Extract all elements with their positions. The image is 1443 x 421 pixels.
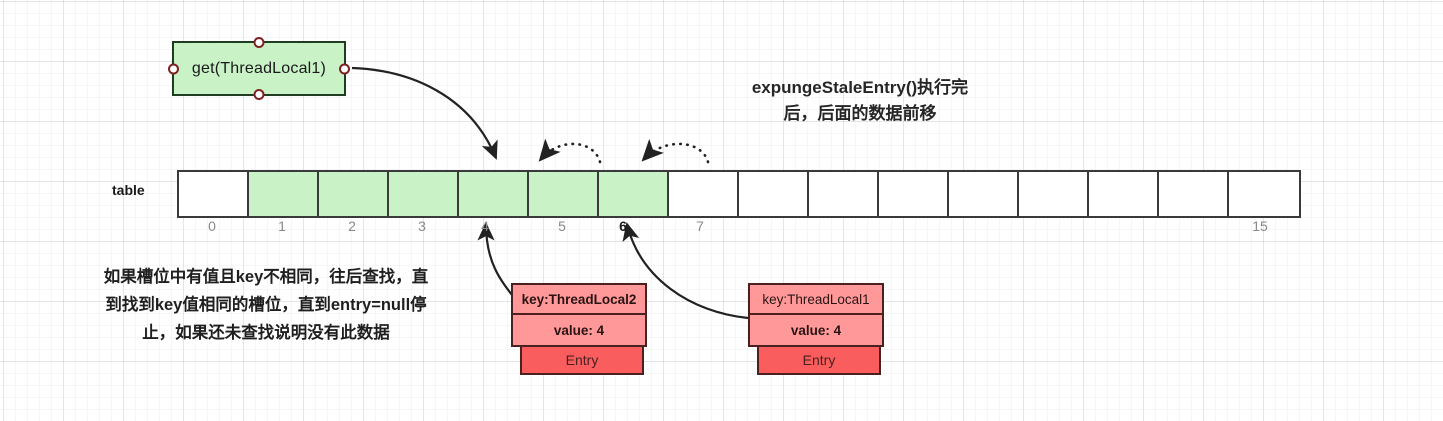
diagram-title-line-1: expungeStaleEntry()执行完 bbox=[751, 78, 969, 97]
table-cell-8[interactable] bbox=[739, 172, 809, 216]
description-line-1: 如果槽位中有值且key不相同，往后查找，直 bbox=[103, 268, 429, 286]
table-cell-0[interactable] bbox=[179, 172, 249, 216]
description-line-3: 止，如果还未查找说明没有此数据 bbox=[142, 324, 390, 342]
table-cell-12[interactable] bbox=[1019, 172, 1089, 216]
table-index-7: 7 bbox=[696, 218, 704, 234]
arrow-shift-7-to-6 bbox=[641, 138, 710, 164]
table-index-5: 5 bbox=[558, 218, 566, 234]
arrow-get-to-slot4 bbox=[351, 66, 498, 160]
table-index-4: 4 bbox=[481, 218, 489, 234]
table-index-6: 6 bbox=[619, 218, 627, 234]
table-cell-5[interactable] bbox=[529, 172, 599, 216]
diagram-title: expungeStaleEntry()执行完 后，后面的数据前移 bbox=[700, 75, 1020, 127]
table-array bbox=[177, 170, 1301, 218]
entry-value-label: value: 4 bbox=[748, 315, 884, 347]
table-cell-4[interactable] bbox=[459, 172, 529, 216]
description-text: 如果槽位中有值且key不相同，往后查找，直 到找到key值相同的槽位，直到ent… bbox=[46, 263, 486, 347]
table-index-2: 2 bbox=[348, 218, 356, 234]
get-threadlocal-node[interactable]: get(ThreadLocal1) bbox=[168, 37, 350, 100]
table-cell-3[interactable] bbox=[389, 172, 459, 216]
diagram-title-line-2: 后，后面的数据前移 bbox=[783, 104, 937, 123]
table-cell-6[interactable] bbox=[599, 172, 669, 216]
entry-box-threadlocal1[interactable]: key:ThreadLocal1 value: 4 Entry bbox=[748, 283, 884, 375]
table-cell-9[interactable] bbox=[809, 172, 879, 216]
table-index-3: 3 bbox=[418, 218, 426, 234]
connector-handle-bottom-icon[interactable] bbox=[253, 89, 265, 100]
table-cell-10[interactable] bbox=[879, 172, 949, 216]
table-cell-2[interactable] bbox=[319, 172, 389, 216]
connector-handle-top-icon[interactable] bbox=[253, 37, 265, 48]
table-index-0: 0 bbox=[208, 218, 216, 234]
entry-key-label: key:ThreadLocal2 bbox=[511, 283, 647, 315]
entry-value-label: value: 4 bbox=[511, 315, 647, 347]
entry-footer-label: Entry bbox=[520, 347, 644, 375]
table-cell-14[interactable] bbox=[1159, 172, 1229, 216]
table-cell-13[interactable] bbox=[1089, 172, 1159, 216]
entry-box-threadlocal2[interactable]: key:ThreadLocal2 value: 4 Entry bbox=[511, 283, 647, 375]
table-cell-15[interactable] bbox=[1229, 172, 1299, 216]
table-cell-11[interactable] bbox=[949, 172, 1019, 216]
entry-key-label: key:ThreadLocal1 bbox=[748, 283, 884, 315]
table-index-1: 1 bbox=[278, 218, 286, 234]
connector-handle-left-icon[interactable] bbox=[168, 63, 179, 74]
description-line-2: 到找到key值相同的槽位，直到entry=null停 bbox=[105, 296, 427, 314]
entry-footer-label: Entry bbox=[757, 347, 881, 375]
arrow-shift-6-to-5 bbox=[538, 138, 602, 164]
get-node-label: get(ThreadLocal1) bbox=[191, 59, 327, 77]
table-cell-7[interactable] bbox=[669, 172, 739, 216]
table-label: table bbox=[112, 182, 145, 198]
table-index-15: 15 bbox=[1252, 218, 1268, 234]
table-cell-1[interactable] bbox=[249, 172, 319, 216]
connector-handle-right-icon[interactable] bbox=[339, 63, 350, 74]
